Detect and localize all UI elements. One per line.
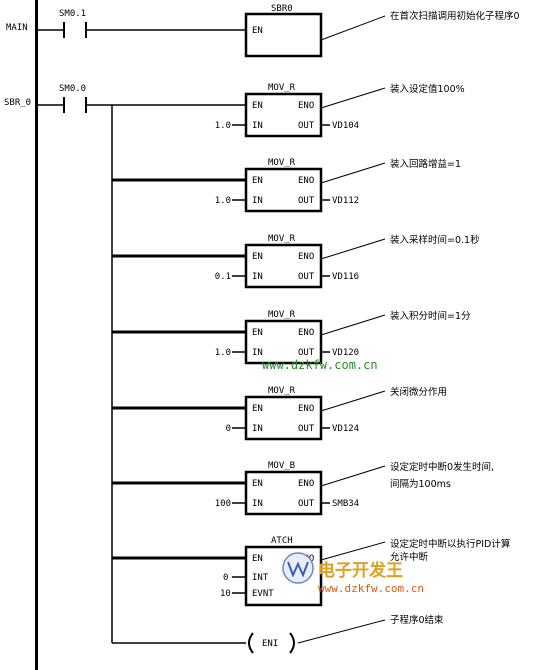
block-en: EN	[252, 328, 263, 338]
comment-leader	[320, 162, 386, 184]
block-comment: 设定定时中断0发生时间,	[390, 461, 494, 473]
block-in-pin: IN	[252, 272, 263, 282]
block-eno: ENO	[298, 176, 314, 186]
block-title: MOV_B	[268, 461, 295, 471]
block-eno: ENO	[298, 404, 314, 414]
eni-coil: ENI 子程序0结束	[112, 614, 444, 654]
block-out-value: VD124	[332, 424, 359, 434]
block-out-value: VD120	[332, 348, 359, 358]
block-box	[244, 243, 323, 289]
atch-comment-2: 允许中断	[390, 551, 429, 563]
block-title: MOV_R	[268, 386, 296, 396]
block-in-pin: IN	[252, 348, 263, 358]
comment-leader	[320, 390, 386, 412]
block-box	[244, 470, 323, 516]
block-en: EN	[252, 479, 263, 489]
comment-leader	[320, 238, 386, 260]
block-comment: 装入回路增益=1	[390, 158, 461, 170]
block-out-pin: OUT	[298, 272, 315, 282]
block-eno: ENO	[298, 252, 314, 262]
mov-block-3: MOV_R EN ENO IN OUT 0.1 VD116 装入采样时间=0.1秒	[112, 234, 480, 289]
eni-comment: 子程序0结束	[390, 614, 444, 626]
block-title: MOV_R	[268, 310, 296, 320]
block-title: MOV_R	[268, 234, 296, 244]
block-in-value: 1.0	[215, 196, 231, 206]
block-comment: 装入采样时间=0.1秒	[390, 234, 480, 246]
block-in-value: 1.0	[215, 121, 231, 131]
contact-label-sm01: SM0.1	[59, 9, 86, 19]
mov-block-1: MOV_R EN ENO IN OUT 1.0 VD104 装入设定值100%	[215, 83, 465, 138]
block-eno: ENO	[298, 479, 314, 489]
block-out-pin: OUT	[298, 196, 315, 206]
sbr0-call-box: SBR0 EN	[244, 4, 323, 58]
block-en: EN	[252, 101, 263, 111]
contact-sm00	[38, 97, 246, 113]
contact-sm01	[38, 22, 246, 38]
block-out-pin: OUT	[298, 499, 315, 509]
sbr0-en: EN	[252, 26, 263, 36]
block-in-pin: IN	[252, 196, 263, 206]
block-in-value: 0	[226, 424, 231, 434]
atch-int-value: 0	[223, 573, 228, 583]
comment-leader	[320, 465, 386, 487]
watermark-logo-text: 电子开发王	[318, 560, 403, 581]
block-in-value: 1.0	[215, 348, 231, 358]
comment-leader-main	[320, 15, 386, 41]
mov-block-6: MOV_B EN ENO IN OUT 100 SMB34 设定定时中断0发生时间, 间隔为10…	[112, 461, 494, 516]
block-comment: 装入设定值100%	[390, 83, 465, 95]
power-rail	[35, 0, 38, 670]
eni-label: ENI	[262, 639, 278, 649]
block-out-value: VD112	[332, 196, 359, 206]
block-box	[244, 395, 323, 441]
block-in-pin: IN	[252, 121, 263, 131]
block-title: MOV_R	[268, 158, 296, 168]
mov-block-5: MOV_R EN ENO IN OUT 0 VD124 关闭微分作用	[112, 386, 447, 441]
block-eno: ENO	[298, 328, 314, 338]
block-comment: 装入积分时间=1分	[390, 310, 471, 322]
block-out-value: SMB34	[332, 499, 359, 509]
rung-label-main: MAIN	[6, 23, 28, 33]
block-box	[244, 167, 323, 213]
mov-block-2: MOV_R EN ENO IN OUT 1.0 VD112 装入回路增益=1	[112, 158, 461, 213]
block-title: MOV_R	[268, 83, 296, 93]
block-in-pin: IN	[252, 499, 263, 509]
block-out-value: VD116	[332, 272, 359, 282]
block-in-pin: IN	[252, 424, 263, 434]
contact-label-sm00: SM0.0	[59, 84, 86, 94]
block-box	[244, 319, 323, 365]
block-out-pin: OUT	[298, 121, 315, 131]
rung-label-sbr0: SBR_0	[4, 98, 31, 108]
atch-en: EN	[252, 554, 263, 564]
block-eno: ENO	[298, 101, 314, 111]
comment-leader	[320, 314, 386, 336]
block-in-value: 0.1	[215, 272, 231, 282]
atch-evnt-value: 10	[220, 589, 231, 599]
sbr0-title: SBR0	[271, 4, 293, 14]
block-en: EN	[252, 252, 263, 262]
atch-int-pin: INT	[252, 573, 269, 583]
block-en: EN	[252, 176, 263, 186]
atch-evnt-pin: EVNT	[252, 589, 274, 599]
block-box	[244, 92, 323, 138]
watermark-url-2: www.dzkfw.com.cn	[318, 582, 424, 595]
block-out-pin: OUT	[298, 424, 315, 434]
block-out-pin: OUT	[298, 348, 315, 358]
watermark-logo: 电子开发王	[282, 552, 403, 584]
comment-main: 在首次扫描调用初始化子程序0	[390, 10, 520, 22]
atch-comment: 设定定时中断以执行PID计算	[390, 538, 510, 550]
block-en: EN	[252, 404, 263, 414]
mov-block-4: MOV_R EN ENO IN OUT 1.0 VD120 装入积分时间=1分	[112, 310, 471, 365]
block-in-value: 100	[215, 499, 231, 509]
block-comment: 关闭微分作用	[390, 386, 447, 398]
block-comment-2: 间隔为100ms	[390, 478, 451, 490]
atch-title: ATCH	[271, 536, 293, 546]
comment-leader	[320, 87, 386, 109]
watermark-url-1: www.dzkfw.com.cn	[262, 358, 378, 372]
block-out-value: VD104	[332, 121, 359, 131]
